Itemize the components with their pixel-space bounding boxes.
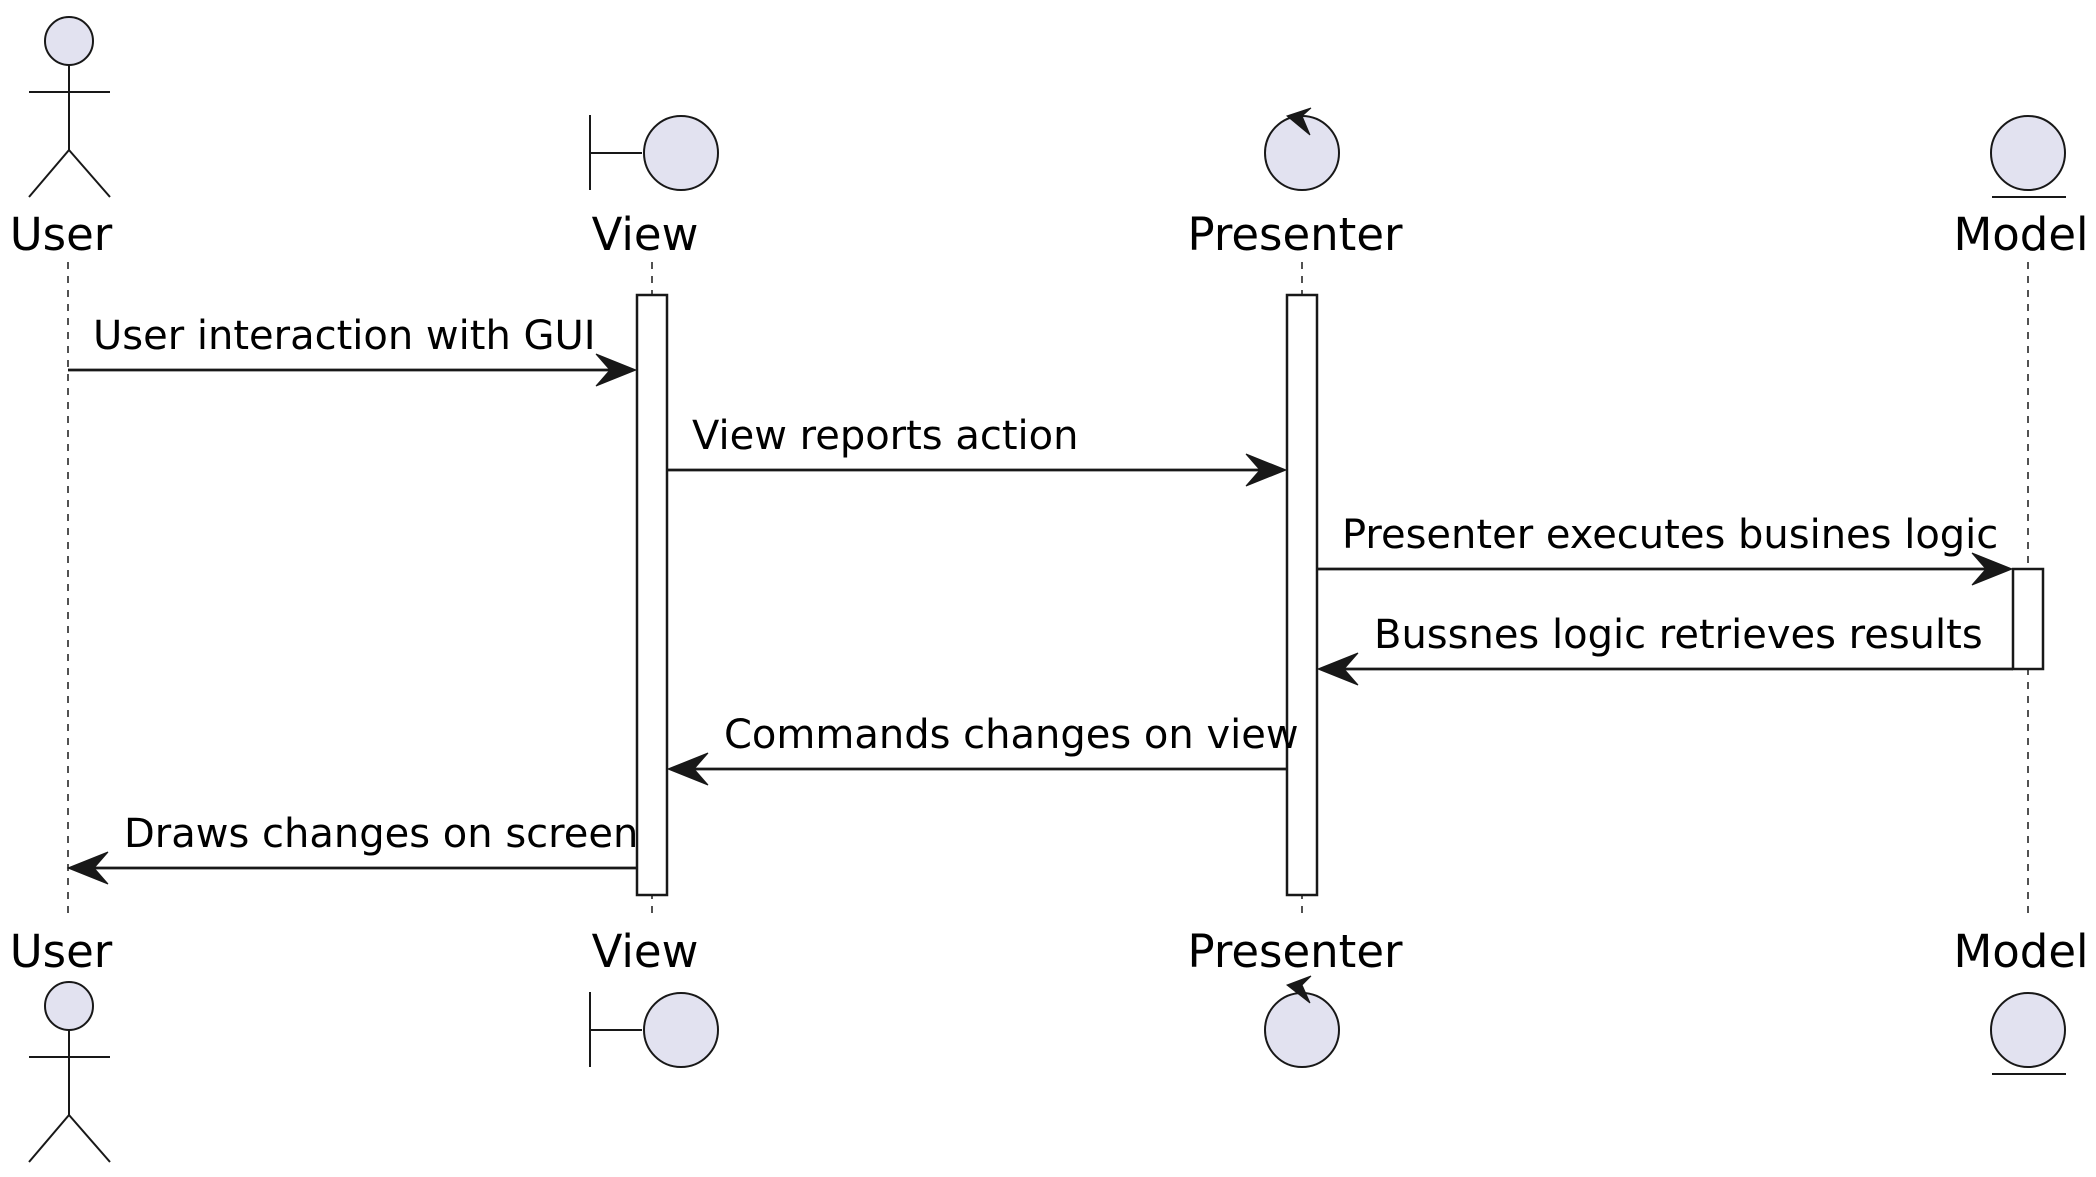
boundary-icon-top bbox=[589, 115, 719, 191]
participant-presenter-label-top: Presenter bbox=[1187, 208, 1403, 261]
activation-model bbox=[2011, 567, 2045, 671]
actor-icon-bottom bbox=[28, 981, 111, 1163]
message-5-label: Commands changes on view bbox=[724, 712, 1299, 758]
message-3 bbox=[1318, 552, 2014, 586]
control-icon-bottom bbox=[1264, 975, 1340, 1068]
activation-view bbox=[635, 293, 669, 897]
message-5 bbox=[666, 752, 1287, 786]
message-6-label: Draws changes on screen bbox=[124, 811, 638, 857]
participant-user-label-top: User bbox=[10, 208, 113, 261]
participant-view-label-top: View bbox=[592, 208, 699, 261]
entity-icon-bottom bbox=[1990, 992, 2066, 1075]
control-icon-top bbox=[1264, 107, 1340, 191]
participant-model-label-top: Model bbox=[1953, 208, 2088, 261]
message-4 bbox=[1316, 652, 2013, 686]
participant-model-label-bottom: Model bbox=[1953, 925, 2088, 978]
message-1-label: User interaction with GUI bbox=[93, 313, 596, 359]
message-3-label: Presenter executes busines logic bbox=[1342, 512, 1998, 558]
actor-icon-top bbox=[28, 16, 111, 198]
message-4-label: Bussnes logic retrieves results bbox=[1374, 612, 1983, 658]
participant-presenter-label-bottom: Presenter bbox=[1187, 925, 1403, 978]
boundary-icon-bottom bbox=[589, 992, 719, 1068]
entity-icon-top bbox=[1990, 115, 2066, 198]
message-2-label: View reports action bbox=[692, 413, 1078, 459]
message-1 bbox=[68, 353, 638, 387]
message-2 bbox=[668, 453, 1288, 487]
participant-user-label-bottom: User bbox=[10, 925, 113, 978]
participant-view-label-bottom: View bbox=[592, 925, 699, 978]
message-6 bbox=[66, 851, 637, 885]
activation-presenter bbox=[1285, 293, 1319, 897]
